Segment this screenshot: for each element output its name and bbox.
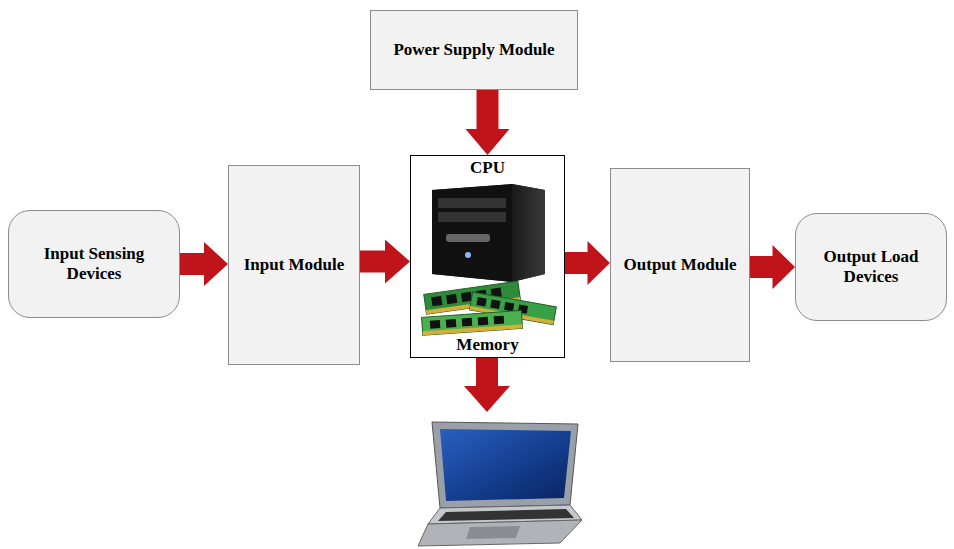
node-label: Output Load Devices [806,247,936,288]
block-arrow [466,90,510,155]
node-label: Memory [453,335,521,355]
device-box: Output Load Devices [795,213,947,321]
cpu-panel-ground [410,155,565,358]
node-label: CPU [467,158,508,178]
laptop [418,422,582,546]
block-arrow [180,242,228,286]
cpu-memory-box: CPU Memory [410,155,565,358]
module-box: Output Module [610,168,750,362]
node-label: Input Sensing Devices [19,244,169,285]
node-label: Output Module [624,255,737,275]
arrow-to-laptop [464,358,510,412]
memory-sticks [422,281,557,335]
tower-computer [432,184,545,282]
device-box: Input Sensing Devices [8,210,180,318]
block-arrow [565,241,610,285]
block-arrow [360,240,410,284]
block-arrow [750,245,795,289]
node-label: Input Module [244,255,345,275]
module-box: Input Module [228,165,360,365]
node-label: Power Supply Module [393,40,554,60]
module-box: Power Supply Module [370,10,578,90]
